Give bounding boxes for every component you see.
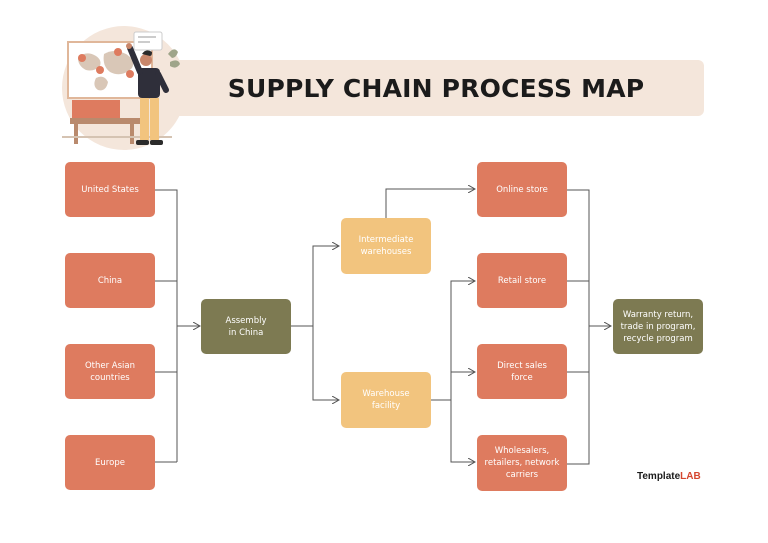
node-label: Direct sales force [497, 360, 547, 383]
node-online-store: Online store [477, 162, 567, 217]
node-label: Online store [496, 184, 548, 195]
node-label: United States [81, 184, 139, 195]
node-label: Retail store [497, 275, 547, 286]
arrow-to-online-store [385, 189, 475, 218]
templatelab-logo: TemplateLAB [637, 471, 701, 482]
brand-part1: Template [637, 471, 681, 482]
node-wholesalers-retailers-carriers: Wholesalers, retailers, network carriers [477, 435, 567, 491]
node-label: Warehouse facility [362, 389, 410, 411]
node-label: Warranty return, trade in program, recyc… [620, 309, 696, 344]
arrow-to-warehouse [312, 326, 339, 400]
node-label: Other Asian countries [84, 360, 136, 383]
node-warehouse-facility: Warehouse facility [341, 372, 431, 428]
node-intermediate-warehouses: Intermediate warehouses [341, 218, 431, 274]
title-banner [168, 60, 704, 116]
node-label: Wholesalers, retailers, network carriers [484, 446, 560, 480]
node-other-asian-countries: Other Asian countries [65, 344, 155, 399]
arrow-to-retail [450, 281, 475, 400]
connector-united-states [155, 189, 178, 462]
node-warranty-return: Warranty return, trade in program, recyc… [613, 299, 703, 354]
arrow-to-intermediate [312, 246, 339, 326]
node-direct-sales-force: Direct sales force [477, 344, 567, 399]
node-china: China [65, 253, 155, 308]
connector-online-out [567, 189, 590, 465]
node-label: Europe [95, 457, 125, 468]
node-label: Intermediate warehouses [358, 235, 414, 257]
person-pointing-at-world-map-icon [62, 26, 186, 150]
node-europe: Europe [65, 435, 155, 490]
arrow-to-wholesalers [450, 400, 475, 462]
node-united-states: United States [65, 162, 155, 217]
brand-part2: LAB [680, 471, 701, 482]
node-label: Assembly in China [225, 315, 267, 338]
node-retail-store: Retail store [477, 253, 567, 308]
node-assembly-in-china: Assembly in China [201, 299, 291, 354]
node-label: China [97, 275, 123, 286]
page-title: SUPPLY CHAIN PROCESS MAP [227, 73, 645, 103]
